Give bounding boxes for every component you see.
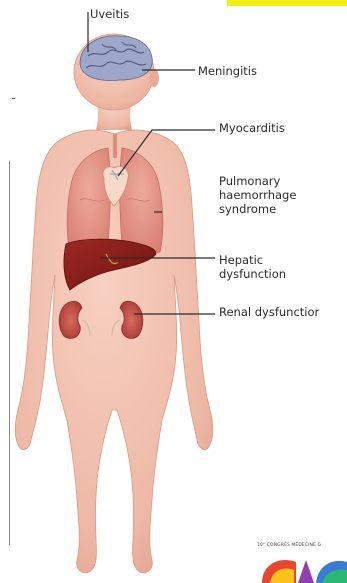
label-pulmonary-line3: syndrome: [219, 202, 296, 216]
congress-logo: [262, 560, 347, 583]
label-pulmonary-line1: Pulmonary: [219, 174, 296, 188]
label-meningitis: Meningitis: [198, 64, 257, 78]
label-renal-dysfunction: Renal dysfunctior: [219, 305, 319, 319]
brain-organ: [80, 36, 152, 81]
logo-caption: 10° CONGRÈS MÉDECINE G: [257, 543, 321, 548]
label-hepatic-line1: Hepatic: [219, 253, 286, 267]
label-pulmonary-haemorrhage-syndrome: Pulmonary haemorrhage syndrome: [219, 174, 296, 216]
label-pulmonary-line2: haemorrhage: [219, 188, 296, 202]
label-hepatic-line2: dysfunction: [219, 267, 286, 281]
label-uveitis: Uveitis: [90, 7, 129, 21]
label-myocarditis: Myocarditis: [219, 121, 285, 135]
label-hepatic-dysfunction: Hepatic dysfunction: [219, 253, 286, 281]
body-silhouette: [15, 34, 213, 573]
